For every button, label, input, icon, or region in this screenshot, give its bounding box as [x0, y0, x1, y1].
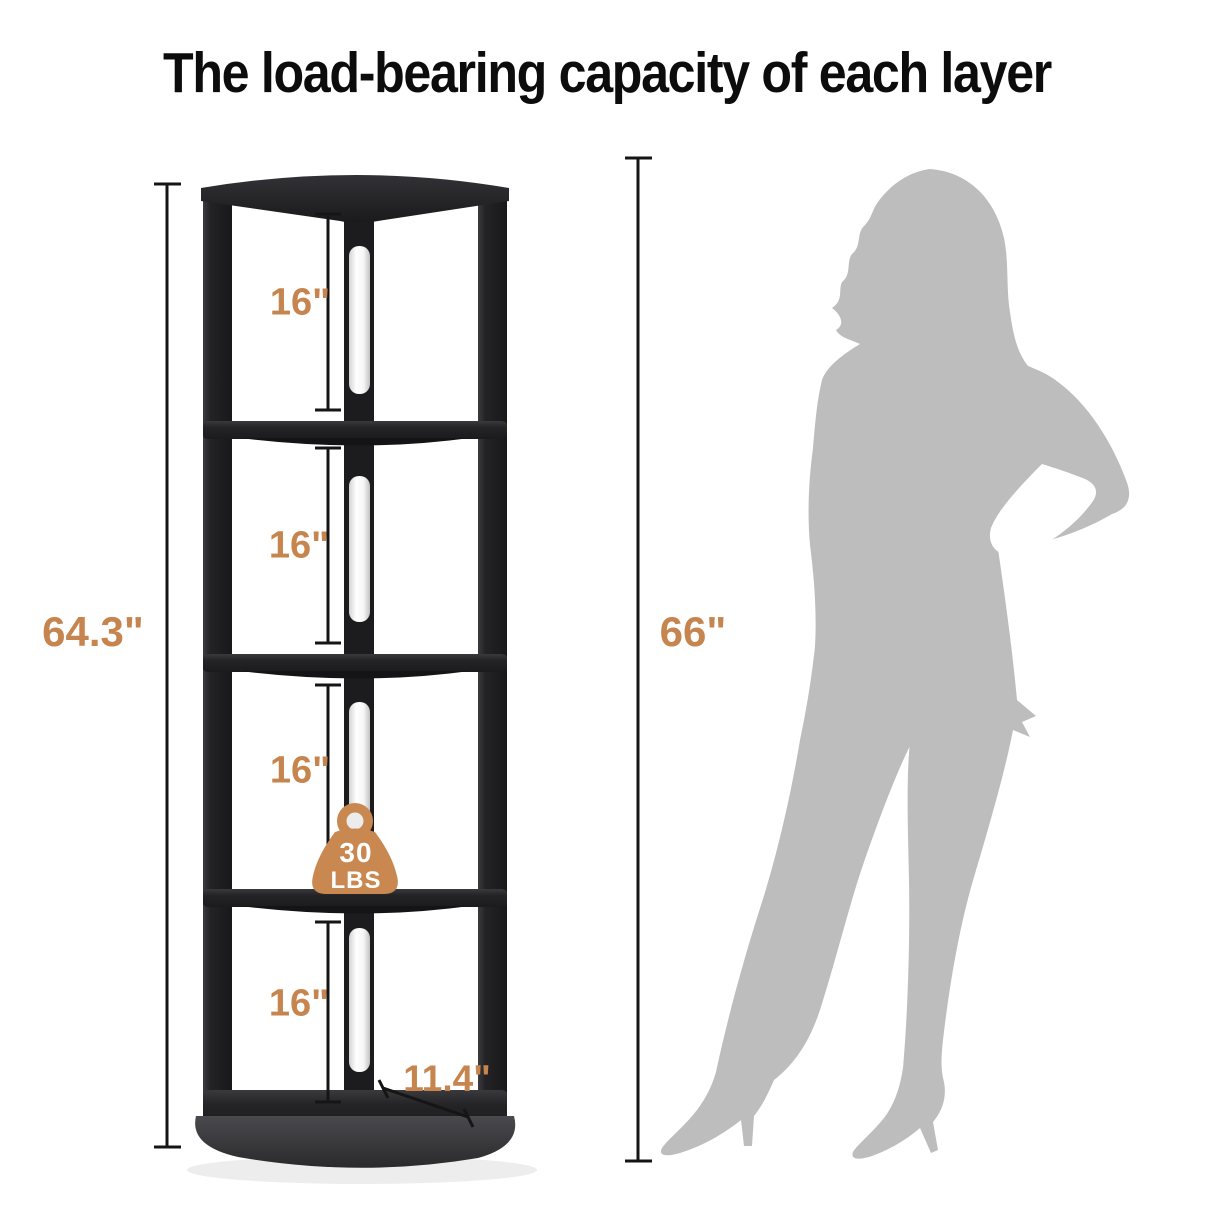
- tier-spacing-label-1: 16": [269, 281, 331, 324]
- weight-capacity-badge: 30 LBS: [331, 839, 382, 893]
- person-height-label: 66": [659, 608, 727, 655]
- shelf-board: [203, 421, 507, 446]
- person-height-dimension-line: [625, 156, 652, 1163]
- floor-shadow: [187, 1156, 537, 1184]
- kettlebell-weight-icon: [312, 803, 398, 894]
- shelf-top-board: [201, 175, 509, 223]
- tier-spacing-label-3: 16": [269, 749, 331, 792]
- page-title: The load-bearing capacity of each layer: [163, 41, 1052, 105]
- tier-spacing-dimension-line-2: [315, 446, 341, 645]
- shelf-base-plinth: [195, 1116, 516, 1168]
- shelf-height-dimension-line: [154, 182, 181, 1149]
- shelf-depth-label: 11.4": [403, 1058, 491, 1099]
- shelf-board: [203, 889, 507, 914]
- arm-hip-gap: [989, 464, 1097, 556]
- tier-spacing-dimension-line-4: [315, 920, 341, 1104]
- shelf-depth-dimension-line: [377, 1079, 475, 1128]
- led-strip: [349, 476, 370, 622]
- led-strip: [349, 928, 370, 1072]
- led-strip: [349, 246, 370, 394]
- shelf-board: [203, 654, 507, 679]
- woman-silhouette: [660, 169, 1130, 1159]
- shelf-height-label: 64.3": [42, 608, 144, 655]
- weight-capacity-unit: LBS: [330, 867, 382, 894]
- weight-capacity-value: 30: [339, 837, 373, 868]
- tier-spacing-dimension-line-1: [315, 212, 341, 412]
- corner-shelf: [195, 175, 516, 1168]
- tier-spacing-label-4: 16": [268, 982, 330, 1025]
- tier-spacing-label-2: 16": [268, 524, 330, 567]
